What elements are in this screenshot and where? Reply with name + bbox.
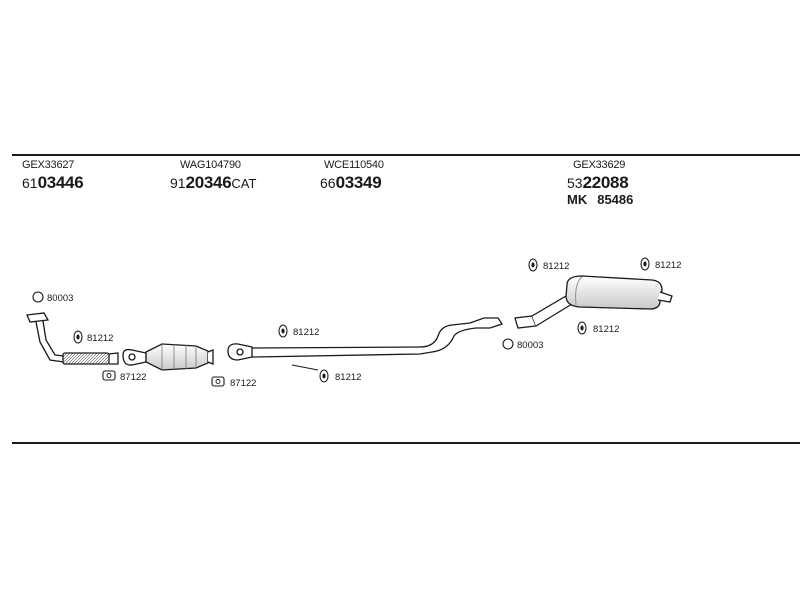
rear-silencer-part <box>514 275 673 329</box>
callout-81212-front: 81212 <box>73 330 113 344</box>
gasket-icon <box>502 338 514 350</box>
callout-81212-middle-lower: 81212 <box>319 369 361 383</box>
header-middle-pipe: WCE110540 6603349 <box>320 159 384 192</box>
reference-code: WCE110540 <box>324 159 384 171</box>
svg-text:80003: 80003 <box>517 340 543 351</box>
part-number: 6103446 <box>22 173 84 192</box>
callout-81212-middle-upper: 81212 <box>278 324 319 338</box>
part-number: 5322088 <box>567 173 629 192</box>
top-divider-line <box>12 154 800 156</box>
clamp-ring-icon <box>73 330 83 344</box>
part-number: 9120346CAT <box>170 173 257 192</box>
svg-text:81212: 81212 <box>543 261 569 272</box>
clamp-center-icon <box>76 334 80 340</box>
callout-80003-rear: 80003 <box>502 338 543 351</box>
svg-text:80003: 80003 <box>47 293 73 304</box>
front-pipe-part <box>26 312 119 365</box>
reference-code: WAG104790 <box>180 159 241 171</box>
header-front-pipe: GEX33627 6103446 <box>22 159 84 192</box>
reference-code: GEX33627 <box>22 159 75 171</box>
clamp-ring-icon <box>640 257 650 271</box>
svg-text:87122: 87122 <box>120 372 146 383</box>
callout-87122-middle: 87122 <box>211 376 256 389</box>
svg-text:81212: 81212 <box>87 333 113 344</box>
catalytic-converter-part <box>122 343 214 371</box>
middle-pipe-part <box>227 317 504 371</box>
callout-81212-rear-lower: 81212 <box>577 321 619 335</box>
clamp-ring-icon <box>278 324 288 338</box>
clamp-ring-icon <box>528 258 538 272</box>
callout-87122-front: 87122 <box>102 370 146 383</box>
svg-text:81212: 81212 <box>335 372 361 383</box>
reference-code: GEX33629 <box>573 159 626 171</box>
bottom-divider-line <box>12 442 800 444</box>
part-number: 6603349 <box>320 173 382 192</box>
header-catalytic-converter: WAG104790 9120346CAT <box>170 159 257 192</box>
svg-text:81212: 81212 <box>593 324 619 335</box>
clamp-ring-icon <box>319 369 329 383</box>
callout-81212-rear-left: 81212 <box>528 258 569 272</box>
svg-text:87122: 87122 <box>230 378 256 389</box>
callout-80003-top-left: 80003 <box>32 291 73 304</box>
gasket-icon <box>32 291 44 303</box>
svg-text:81212: 81212 <box>655 260 681 271</box>
flange-gasket-icon <box>211 376 225 387</box>
clamp-ring-icon <box>577 321 587 335</box>
svg-text:81212: 81212 <box>293 327 319 338</box>
flange-gasket-icon <box>102 370 116 381</box>
callout-81212-rear-right: 81212 <box>640 257 681 271</box>
